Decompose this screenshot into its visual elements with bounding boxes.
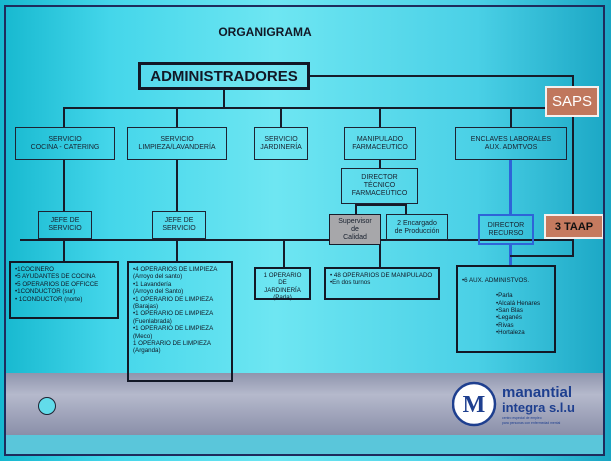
saps-badge: SAPS (545, 86, 599, 117)
manantial-integra-logo: M manantial integra s.l.u centro especia… (452, 381, 575, 427)
jefe-servicio-limpieza: JEFE DE SERVICIO (152, 211, 206, 239)
jefe-servicio-cocina: JEFE DE SERVICIO (38, 211, 92, 239)
logo-tagline2: para personas con enfermedad mental (502, 421, 560, 425)
logo-line1: manantial (502, 384, 572, 401)
list-enclaves-staff: •6 AUX. ADMINISTVOS. •Parla •Alcalá Hena… (456, 265, 556, 353)
list-cocina-staff: •1COCINERO •5 AYUDANTES DE COCINA •5 OPE… (9, 261, 119, 319)
taap-badge: 3 TAAP (544, 214, 604, 239)
list-manipulado-staff: • 48 OPERARIOS DE MANIPULADO •En dos tur… (324, 267, 440, 300)
footer-band (4, 373, 605, 435)
enclaves-location-list: •Parla •Alcalá Henares •San Blas •Legané… (496, 292, 541, 337)
logo-mark: M (463, 392, 486, 418)
service-enclaves-laborales: ENCLAVES LABORALES AUX. ADMTVOS (455, 127, 567, 160)
list-limpieza-staff: •4 OPERARIOS DE LIMPIEZA (Arroyo del san… (127, 261, 233, 382)
service-cocina-catering: SERVICIO COCINA - CATERING (15, 127, 115, 160)
director-tecnico-node: DIRECTOR TÉCNICO FARMACEÚTICO (341, 168, 418, 204)
service-manipulado: MANIPULADO FARMACEUTICO (344, 127, 416, 160)
director-recurso-node: DIRECTOR RECURSO (478, 214, 534, 245)
enclaves-list-heading: •6 AUX. ADMINISTVOS. (462, 277, 530, 285)
service-jardineria: SERVICIO JARDINERÍA (254, 127, 308, 160)
logo-line2: integra s.l.u (502, 400, 575, 415)
root-node-administradores: ADMINISTRADORES (138, 62, 310, 90)
service-limpieza-lavanderia: SERVICIO LIMPIEZA/LAVANDERÍA (127, 127, 227, 160)
encargado-produccion-node: 2 Encargado de Producción (386, 214, 448, 241)
supervisor-calidad-node: Supervisor de Calidad (329, 214, 381, 245)
logo-emblem-circle (452, 381, 497, 427)
chart-title: ORGANIGRAMA (218, 25, 312, 39)
slide-nav-circle-button[interactable] (38, 397, 56, 415)
list-jardineria-staff: 1 OPERARIO DE JARDINERÍA (Parla) (254, 267, 311, 301)
footer-strip (4, 435, 605, 456)
logo-tagline1: centro especial de empleo (502, 416, 542, 420)
